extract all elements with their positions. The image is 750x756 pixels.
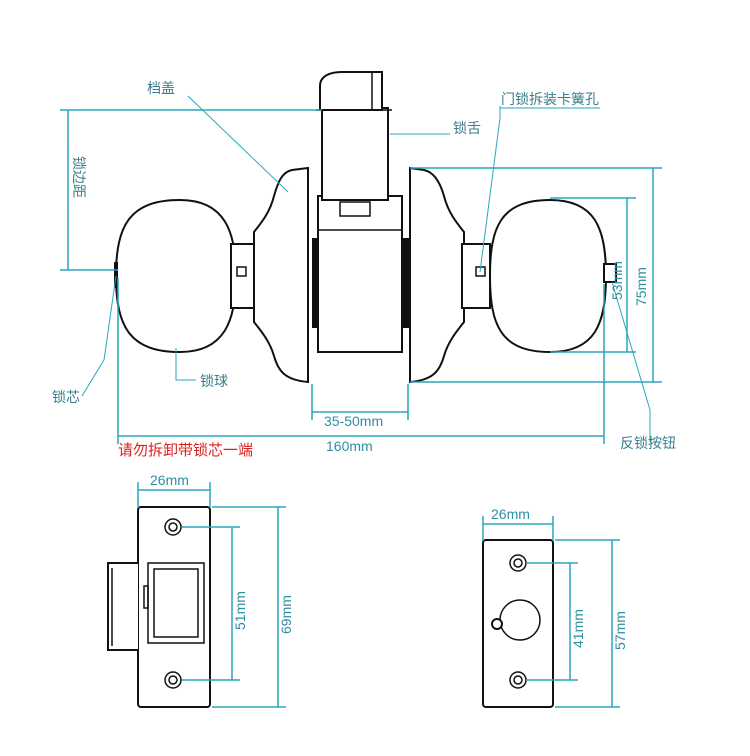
screw-hole-bottom [164, 671, 182, 689]
screw-hole-top [164, 518, 182, 536]
strike-plate-body [137, 506, 211, 708]
lock-assembly [114, 71, 617, 384]
left-knob [114, 198, 238, 354]
right-door-plate [402, 238, 409, 328]
strike-plate-left: 26mm 51mm 69mm [107, 472, 294, 708]
warning-text: 请勿拆卸带锁芯一端 [118, 442, 253, 459]
key-core [114, 262, 118, 288]
right-rose [409, 166, 465, 384]
label-suo-qiu: 锁球 [200, 373, 228, 389]
dim-160mm: 160mm [326, 438, 373, 454]
left-rose [253, 166, 309, 384]
face-small-hole [491, 618, 503, 630]
latch-tube [321, 107, 389, 201]
latch-window [339, 201, 371, 217]
dim-26mm-right: 26mm [491, 506, 530, 522]
label-fan-suo-an-niu: 反锁按钮 [620, 435, 676, 451]
label-dang-gai: 档盖 [147, 80, 175, 96]
top-labels: 档盖 锁舌 门锁拆装卡簧孔 锁边距 锁芯 锁球 反锁按钮 53mm 75mm 3… [52, 80, 676, 459]
strike-box [107, 562, 138, 651]
right-knob [488, 198, 608, 354]
dim-41mm: 41mm [570, 609, 586, 648]
label-suo-xin: 锁芯 [52, 389, 80, 405]
label-suo-bian-ju: 锁边距 [71, 156, 87, 198]
face-plate-right: 26mm 41mm 57mm [482, 506, 628, 708]
dim-51mm: 51mm [232, 591, 248, 630]
dim-75mm: 75mm [633, 267, 649, 306]
label-suo-she: 锁舌 [453, 120, 481, 136]
lock-button [603, 263, 617, 283]
latch-body [317, 195, 403, 353]
label-men-suo-ka-huang-kong: 门锁拆装卡簧孔 [501, 91, 599, 107]
dim-53mm: 53mm [609, 261, 625, 300]
dim-26mm-left: 26mm [150, 472, 189, 488]
left-door-plate [312, 238, 319, 328]
dim-35-50mm: 35-50mm [324, 413, 383, 429]
dim-57mm: 57mm [612, 611, 628, 650]
top-dimension-lines [60, 95, 662, 444]
dim-69mm: 69mm [278, 595, 294, 634]
latch-cap [319, 71, 383, 111]
face-plate-body [482, 539, 554, 708]
left-spring-hole [236, 266, 247, 277]
strike-opening [147, 562, 205, 644]
left-neck [230, 243, 258, 309]
